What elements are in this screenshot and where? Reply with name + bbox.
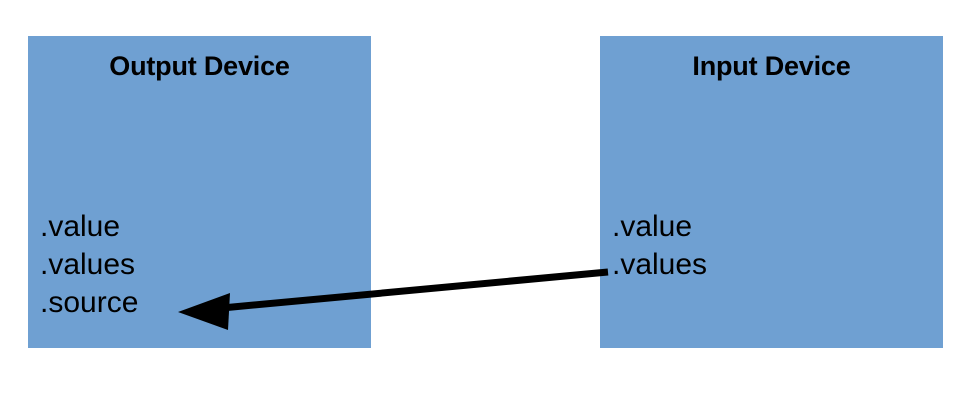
node-output-device-title: Output Device <box>109 51 290 81</box>
node-output-device[interactable]: Output Device .value .values .source <box>28 36 371 348</box>
property-item: .values <box>612 248 708 281</box>
property-item: .source <box>40 286 139 319</box>
property-item: .values <box>40 248 136 281</box>
property-item: .value <box>612 210 693 243</box>
node-output-device-property-list: .value .values .source <box>40 208 138 322</box>
property-item: .value <box>40 210 121 243</box>
node-input-device-property-list: .value .values <box>612 208 707 284</box>
node-input-device-title: Input Device <box>692 51 851 81</box>
node-input-device[interactable]: Input Device .value .values <box>600 36 943 348</box>
